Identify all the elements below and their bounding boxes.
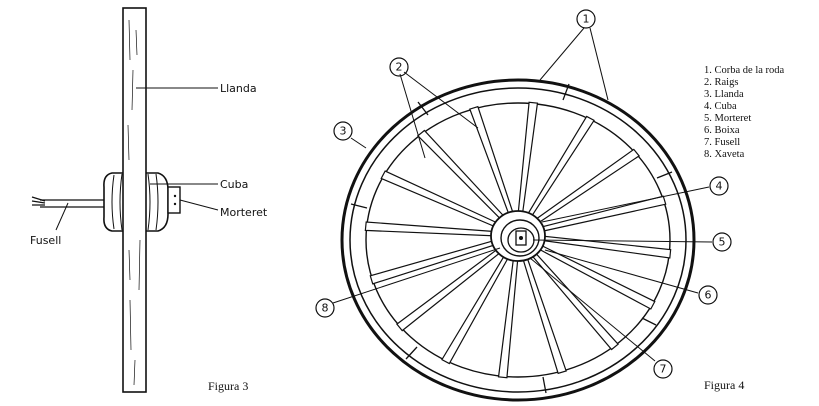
corba-felloe bbox=[349, 87, 687, 393]
figure-3: Llanda Cuba Morteret Fusell Figura 3 bbox=[30, 7, 268, 393]
legend-item-3: 3. Llanda bbox=[704, 89, 744, 100]
spoke bbox=[369, 240, 495, 285]
fusell-axle bbox=[31, 196, 104, 208]
legend-item-5: 5. Morteret bbox=[704, 113, 751, 124]
cuba-hub-inner bbox=[500, 219, 540, 257]
callout-leaders bbox=[332, 27, 713, 362]
parts-legend: 1. Corba de la roda 2. Raigs 3. Llanda 4… bbox=[704, 65, 785, 160]
label-morteret: Morteret bbox=[220, 206, 268, 219]
label-llanda: Llanda bbox=[220, 82, 257, 95]
callout-4-number: 4 bbox=[716, 180, 723, 193]
callout-8-number: 8 bbox=[322, 302, 329, 315]
legend-item-8: 8. Xaveta bbox=[704, 149, 745, 160]
llanda-outer-rim bbox=[340, 78, 696, 402]
callout-8: 8 bbox=[315, 298, 335, 318]
legend-item-7: 7. Fusell bbox=[704, 137, 740, 148]
llanda-rim-section bbox=[122, 7, 147, 393]
callout-1: 1 bbox=[576, 9, 596, 29]
legend-item-2: 2. Raigs bbox=[704, 77, 738, 88]
callout-6-number: 6 bbox=[705, 289, 712, 302]
morteret-cap bbox=[515, 230, 527, 246]
spoke bbox=[522, 258, 567, 375]
corba-inner-edge bbox=[365, 102, 671, 378]
figure-4-caption: Figura 4 bbox=[704, 378, 744, 392]
callout-5-number: 5 bbox=[719, 236, 726, 249]
spoke bbox=[497, 259, 519, 379]
morteret-nut bbox=[167, 186, 181, 214]
callout-6: 6 bbox=[698, 285, 718, 305]
label-fusell: Fusell bbox=[30, 234, 61, 247]
cuba-hub bbox=[103, 172, 169, 232]
callout-2: 2 bbox=[389, 57, 409, 77]
legend-item-1: 1. Corba de la roda bbox=[704, 65, 785, 76]
callout-7-number: 7 bbox=[660, 363, 667, 376]
callout-4: 4 bbox=[709, 176, 729, 196]
callout-7: 7 bbox=[653, 359, 673, 379]
spoke bbox=[380, 170, 497, 228]
callout-3: 3 bbox=[333, 121, 353, 141]
figure-3-caption: Figura 3 bbox=[208, 379, 248, 393]
callout-3-number: 3 bbox=[340, 125, 347, 138]
callout-5: 5 bbox=[712, 232, 732, 252]
callout-1-number: 1 bbox=[583, 13, 590, 26]
callout-2-number: 2 bbox=[396, 61, 403, 74]
spoke bbox=[469, 105, 514, 214]
spoke bbox=[364, 221, 494, 237]
spoke bbox=[517, 101, 539, 213]
felloe-joints bbox=[350, 83, 673, 394]
figure-4: 1 2 3 4 5 6 7 8 1 bbox=[315, 9, 785, 402]
legend-item-6: 6. Boixa bbox=[704, 125, 740, 136]
spoke bbox=[527, 115, 595, 217]
legend-item-4: 4. Cuba bbox=[704, 101, 737, 112]
label-cuba: Cuba bbox=[220, 178, 248, 191]
